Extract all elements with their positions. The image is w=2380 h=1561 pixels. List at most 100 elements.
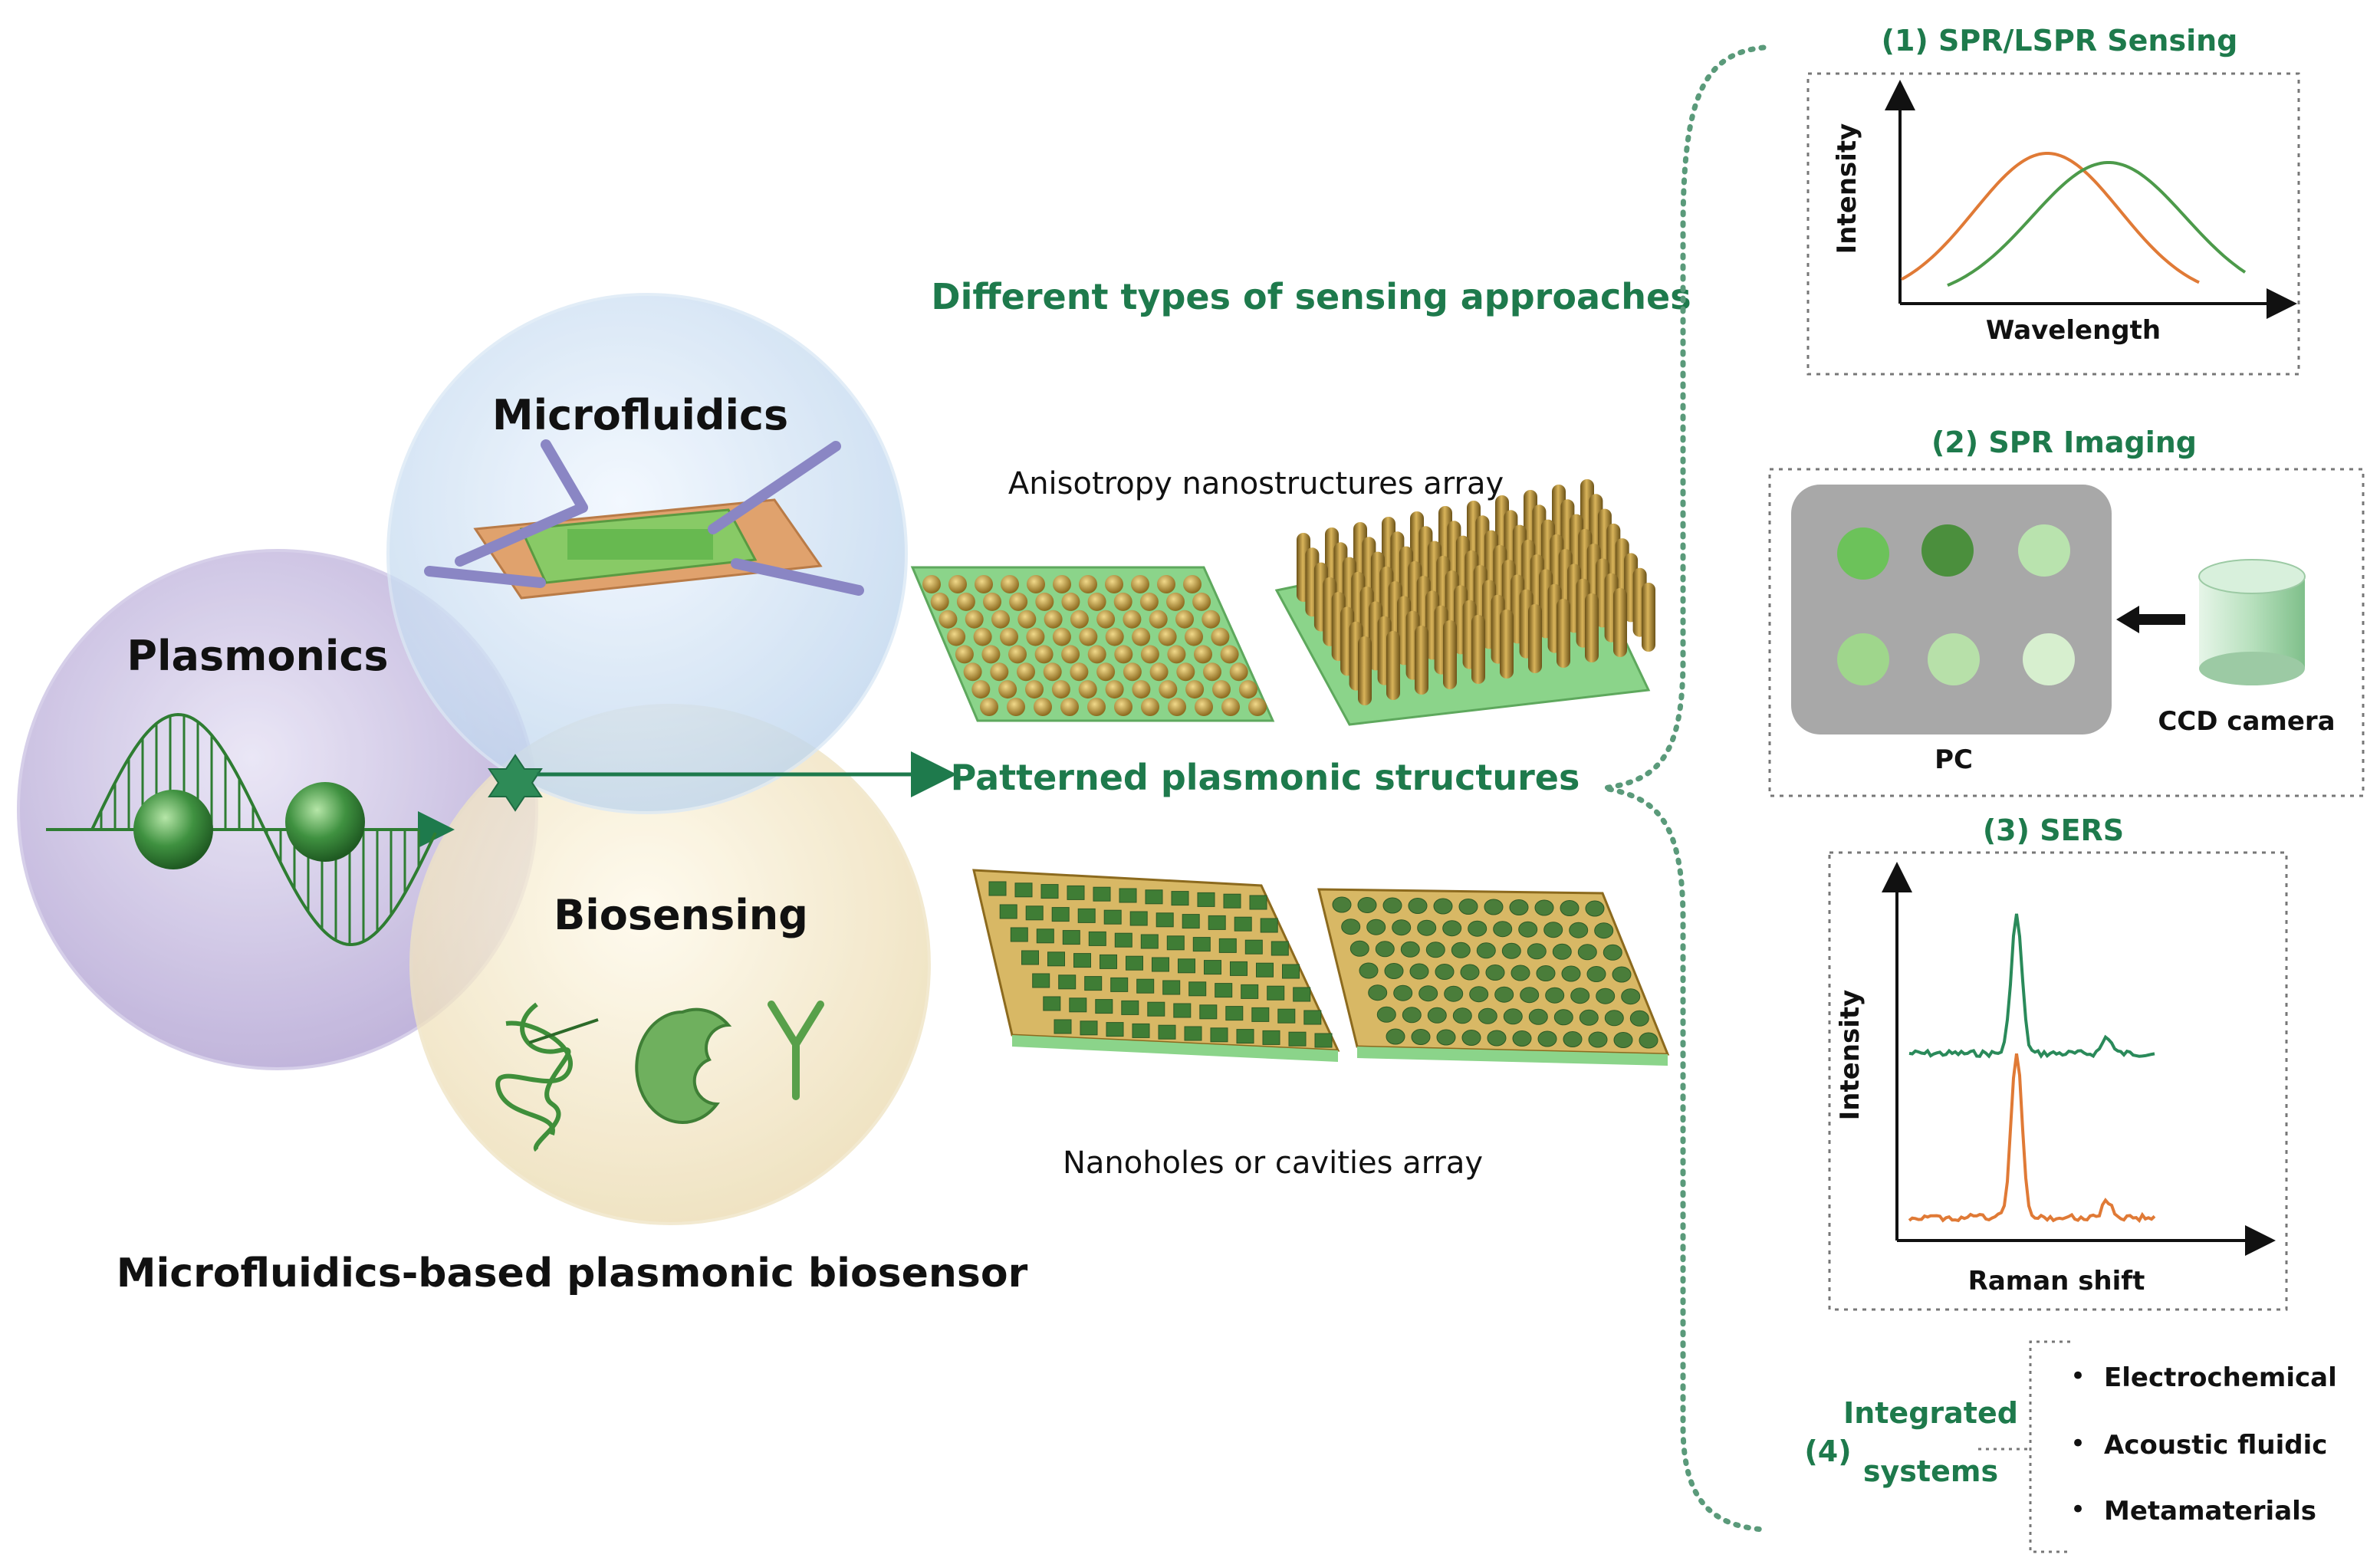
- nanodot: [1007, 698, 1025, 716]
- nanodot: [1061, 645, 1080, 664]
- nanohole: [1603, 944, 1622, 961]
- nanopillar: [1557, 599, 1570, 668]
- nanodot: [1113, 592, 1132, 611]
- nanodot: [1211, 627, 1230, 646]
- nanodot: [1229, 662, 1248, 682]
- nanopillar: [1585, 593, 1599, 662]
- square-cavity: [1069, 997, 1087, 1013]
- nanohole: [1368, 984, 1388, 1001]
- nanodot: [1149, 662, 1169, 682]
- nanohole: [1461, 1030, 1481, 1046]
- nanohole: [1509, 899, 1529, 915]
- nanodot: [1176, 662, 1195, 682]
- nanodot: [1105, 575, 1123, 593]
- nanohole: [1585, 900, 1605, 917]
- square-cavity: [1210, 1027, 1228, 1043]
- square-cavity: [1197, 892, 1215, 907]
- nanodot: [975, 575, 993, 593]
- receptor-icon: [635, 1007, 732, 1124]
- nanohole: [1460, 964, 1480, 981]
- spot-4: [1837, 633, 1889, 685]
- square-cavity: [1162, 980, 1181, 995]
- nanodot: [1175, 610, 1194, 629]
- nanohole: [1561, 965, 1581, 982]
- square-cavity: [1014, 882, 1033, 898]
- square-cavity: [1051, 907, 1070, 922]
- square-cavity: [1262, 1030, 1280, 1045]
- sers-frame: [1828, 851, 2288, 1311]
- square-cavity: [1119, 888, 1137, 903]
- nanohole: [1468, 920, 1488, 937]
- nanodot: [1044, 610, 1063, 629]
- square-cavity: [1136, 978, 1155, 994]
- square-cavity: [1080, 1020, 1098, 1036]
- nanodot: [1035, 592, 1054, 611]
- nanodot: [1105, 680, 1124, 699]
- nanohole: [1349, 940, 1369, 957]
- integrated-number: (4): [1804, 1434, 1851, 1468]
- nanohole: [1612, 966, 1632, 983]
- spot-6: [2023, 633, 2075, 685]
- square-cavity: [1256, 962, 1274, 978]
- square-cavity: [1067, 885, 1085, 900]
- square-cavity: [1043, 996, 1061, 1011]
- nanodot: [991, 610, 1010, 629]
- square-cavity: [1184, 1026, 1202, 1041]
- nanohole: [1537, 1030, 1557, 1047]
- integrated-bullet: •: [2070, 1494, 2086, 1525]
- square-cavity: [1036, 928, 1054, 944]
- spr-title: (1) SPR/LSPR Sensing: [1882, 24, 2238, 58]
- nanodot: [981, 645, 1001, 664]
- nanodot: [1051, 680, 1070, 699]
- nanohole: [1411, 1029, 1431, 1045]
- nanodot: [1140, 645, 1159, 664]
- imaging-frame: [1768, 468, 2365, 797]
- nanodot: [1158, 627, 1177, 646]
- sers-xlabel: Raman shift: [1968, 1266, 2145, 1296]
- nanodot: [1078, 680, 1097, 699]
- square-cavity: [1129, 911, 1148, 926]
- square-cavity: [1095, 999, 1113, 1014]
- nanodot: [1132, 680, 1151, 699]
- square-cavity: [1223, 893, 1241, 909]
- nanohole: [1444, 985, 1464, 1002]
- nanodot: [939, 610, 958, 629]
- nanodot: [1139, 592, 1159, 611]
- nanohole: [1639, 1032, 1658, 1049]
- sensor-chip: [1791, 485, 2112, 734]
- microfluidics-label: Microfluidics: [492, 391, 788, 439]
- nanohole: [1528, 1008, 1548, 1025]
- square-cavity: [1293, 987, 1311, 1002]
- nanodot: [1052, 627, 1071, 646]
- square-cavity: [1182, 914, 1200, 929]
- nanohole: [1476, 942, 1496, 959]
- approaches-heading: Different types of sensing approaches: [931, 276, 1691, 317]
- nanodot: [956, 592, 975, 611]
- square-cavity: [1021, 950, 1039, 965]
- anisotropy-label: Anisotropy nanostructures array: [1008, 466, 1504, 501]
- nanohole: [1588, 1031, 1608, 1048]
- nanodot: [1221, 698, 1240, 716]
- nanodot: [1043, 662, 1062, 682]
- microfluidic-chip-icon: [424, 439, 864, 600]
- nanodot: [1168, 698, 1186, 716]
- nanodot: [1114, 698, 1132, 716]
- square-cavity: [999, 904, 1017, 919]
- venn-caption: Microfluidics-based plasmonic biosensor: [117, 1250, 1028, 1296]
- nanohole: [1553, 1009, 1573, 1026]
- square-cavity: [1058, 974, 1077, 990]
- square-cavity: [1121, 1000, 1139, 1015]
- square-cavity: [1054, 1019, 1072, 1034]
- nanohole: [1563, 1031, 1583, 1047]
- nanohole: [1494, 986, 1514, 1003]
- nanohole: [1560, 900, 1580, 916]
- nanodot: [1087, 645, 1106, 664]
- nanohole: [1527, 943, 1547, 960]
- nanohole: [1359, 962, 1379, 979]
- square-cavity: [1166, 935, 1185, 951]
- nanohole: [1579, 1009, 1599, 1026]
- nanohole: [1418, 985, 1438, 1002]
- nanohole: [1451, 942, 1471, 958]
- spot-3: [2018, 524, 2070, 577]
- nanodot: [1212, 680, 1231, 699]
